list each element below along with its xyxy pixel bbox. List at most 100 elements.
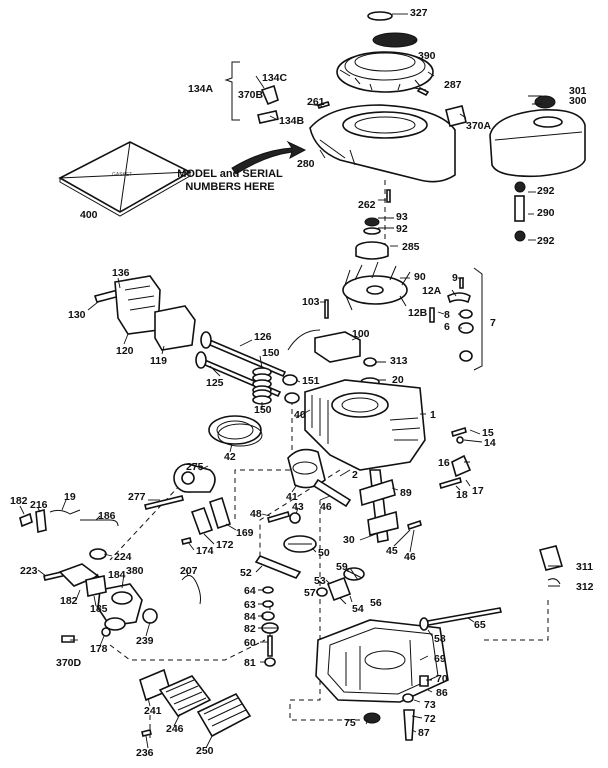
part-64-washer [262,586,274,594]
part-236-screw [141,729,152,737]
label-63: 63 [244,599,256,611]
model-serial-callout: MODEL and SERIAL NUMBERS HERE [177,168,283,193]
part-390-pulley [372,32,418,48]
part-12b-link [429,307,435,323]
part-169-gasket [209,496,231,530]
label-400: 400 [80,209,98,221]
label-75: 75 [344,717,356,729]
label-216: 216 [30,499,48,511]
part-400-gasket-card [58,141,192,217]
label-17: 17 [472,485,484,497]
label-53: 53 [314,575,326,587]
label-239: 239 [136,635,154,647]
bracket-134a-brace [224,61,240,121]
part-178-screw [101,627,111,637]
leader-lines [19,13,560,749]
part-239-bowl [142,608,158,624]
label-60: 60 [244,637,256,649]
part-82-gear [261,622,279,634]
part-73-washer [402,693,414,703]
label-370d: 370D [56,657,82,669]
label-73: 73 [424,699,436,711]
label-8: 8 [444,309,450,321]
part-58-seal [419,617,429,631]
label-15: 15 [482,427,494,439]
label-186: 186 [98,510,116,522]
part-18-spring [439,476,462,490]
part-100-ignition-module [287,329,361,363]
label-58: 58 [434,633,446,645]
part-46-connecting-rod [312,478,352,508]
label-280: 280 [297,158,315,170]
label-64: 64 [244,585,256,597]
part-119-gasket [154,305,196,351]
label-223: 223 [20,565,38,577]
part-312-clip [547,578,561,585]
part-174-screw [181,537,192,545]
label-241: 241 [144,705,162,717]
part-50-camshaft [283,535,317,553]
label-182-lower: 182 [60,595,78,607]
part-92-washer [363,227,381,235]
part-380-carburetor-body [97,583,143,631]
label-46-screw: 46 [404,551,416,563]
part-250-filter-cover [196,692,252,738]
part-311-cover [538,545,564,571]
label-12b: 12B [408,307,428,319]
part-134c-bracket [260,84,279,106]
label-327: 327 [410,7,428,19]
label-150-lower: 150 [254,404,272,416]
part-16-bracket [451,454,472,478]
label-6: 6 [444,321,450,333]
model-serial-arrow [231,140,307,175]
part-57-nut [316,587,328,597]
part-fuel-tank [489,95,586,178]
part-65-dipstick-tube [421,607,502,627]
part-287-bolt [416,86,430,97]
label-246: 246 [166,723,184,735]
part-41-piston [287,448,326,489]
part-182-bracket [58,563,100,587]
label-182-left: 182 [10,495,28,507]
part-261-screw [316,101,331,109]
label-82: 82 [244,623,256,635]
label-312: 312 [576,581,594,593]
part-292-clamp-bottom [514,230,526,242]
label-134b: 134B [279,115,305,127]
part-120-carburetor [114,275,161,335]
part-8-washer [459,309,473,319]
part-43-wrist-pin [289,512,301,524]
label-89: 89 [400,487,412,499]
part-327-cap [367,11,393,21]
part-280-blower-housing [309,104,456,183]
part-246-filter [158,675,212,718]
part-370a-label [445,105,467,127]
label-178: 178 [90,643,108,655]
part-63-washer [262,600,274,608]
label-126: 126 [254,331,272,343]
part-216-bolt [35,508,47,534]
label-301: 301 [569,85,587,97]
bracket-7-brace [473,267,483,371]
label-52: 52 [240,567,252,579]
label-84: 84 [244,611,256,623]
label-45: 45 [386,545,398,557]
part-starter-housing [336,51,435,93]
part-275-muffler [173,463,216,493]
label-1: 1 [430,409,436,421]
label-136: 136 [112,267,130,279]
label-185: 185 [90,603,108,615]
part-52-shaft [254,555,302,579]
label-151: 151 [302,375,320,387]
part-48-bolt [267,510,290,524]
part-292-clamp-top [514,181,526,193]
label-311: 311 [576,561,593,573]
part-93-nut [364,217,380,227]
label-236: 236 [136,747,154,759]
part-87-bolt [403,709,415,741]
label-207: 207 [180,565,198,577]
part-224-nut [89,548,107,560]
label-69: 69 [434,653,446,665]
